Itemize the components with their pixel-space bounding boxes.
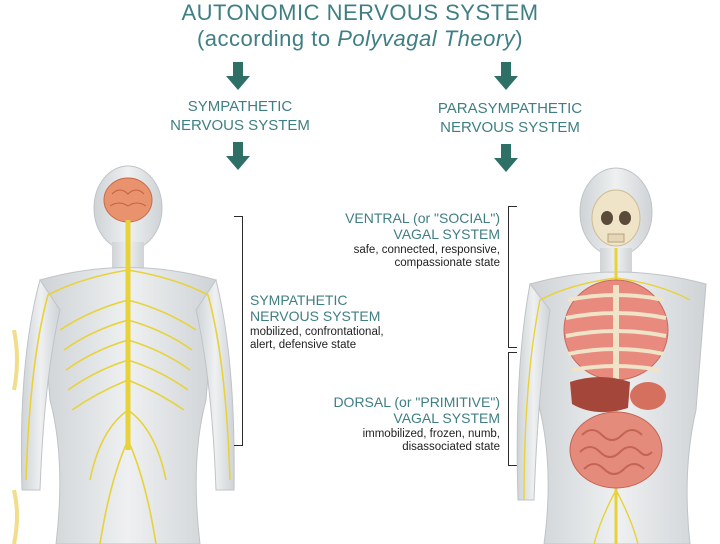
- ventral-vagal-detail: VENTRAL (or "SOCIAL") VAGAL SYSTEM safe,…: [290, 210, 500, 270]
- ventral-vagal-title: VENTRAL (or "SOCIAL"): [345, 210, 500, 226]
- sympathetic-detail: SYMPATHETIC NERVOUS SYSTEM mobilized, co…: [250, 292, 450, 352]
- parasympathetic-branch-label: PARASYMPATHETIC NERVOUS SYSTEM: [437, 100, 583, 136]
- body-nervous-system-illustration: [20, 165, 235, 544]
- diagram-title: AUTONOMIC NERVOUS SYSTEM: [181, 0, 539, 25]
- diagram-subtitle: (according to Polyvagal Theory): [196, 26, 524, 51]
- arrow-down-icon: [226, 142, 250, 170]
- body-organs-illustration: [516, 167, 707, 544]
- arrow-down-icon: [226, 62, 250, 90]
- sympathetic-bracket: [234, 216, 243, 446]
- arrow-down-icon: [494, 62, 518, 90]
- sympathetic-detail-desc: mobilized, confrontational,: [250, 326, 384, 338]
- dorsal-vagal-desc: immobilized, frozen, numb,: [362, 428, 500, 440]
- edge-decoration: [12, 330, 19, 544]
- theory-name: Polyvagal Theory: [337, 26, 516, 51]
- ventral-bracket: [508, 206, 517, 348]
- arrow-down-icon: [494, 144, 518, 172]
- sympathetic-branch-label: SYMPATHETIC NERVOUS SYSTEM: [170, 98, 310, 134]
- dorsal-vagal-detail: DORSAL (or "PRIMITIVE") VAGAL SYSTEM imm…: [270, 394, 500, 454]
- sympathetic-detail-title: SYMPATHETIC: [250, 292, 348, 308]
- ventral-vagal-desc: safe, connected, responsive,: [353, 244, 500, 256]
- dorsal-vagal-title: DORSAL (or "PRIMITIVE"): [333, 394, 500, 410]
- dorsal-bracket: [508, 352, 517, 466]
